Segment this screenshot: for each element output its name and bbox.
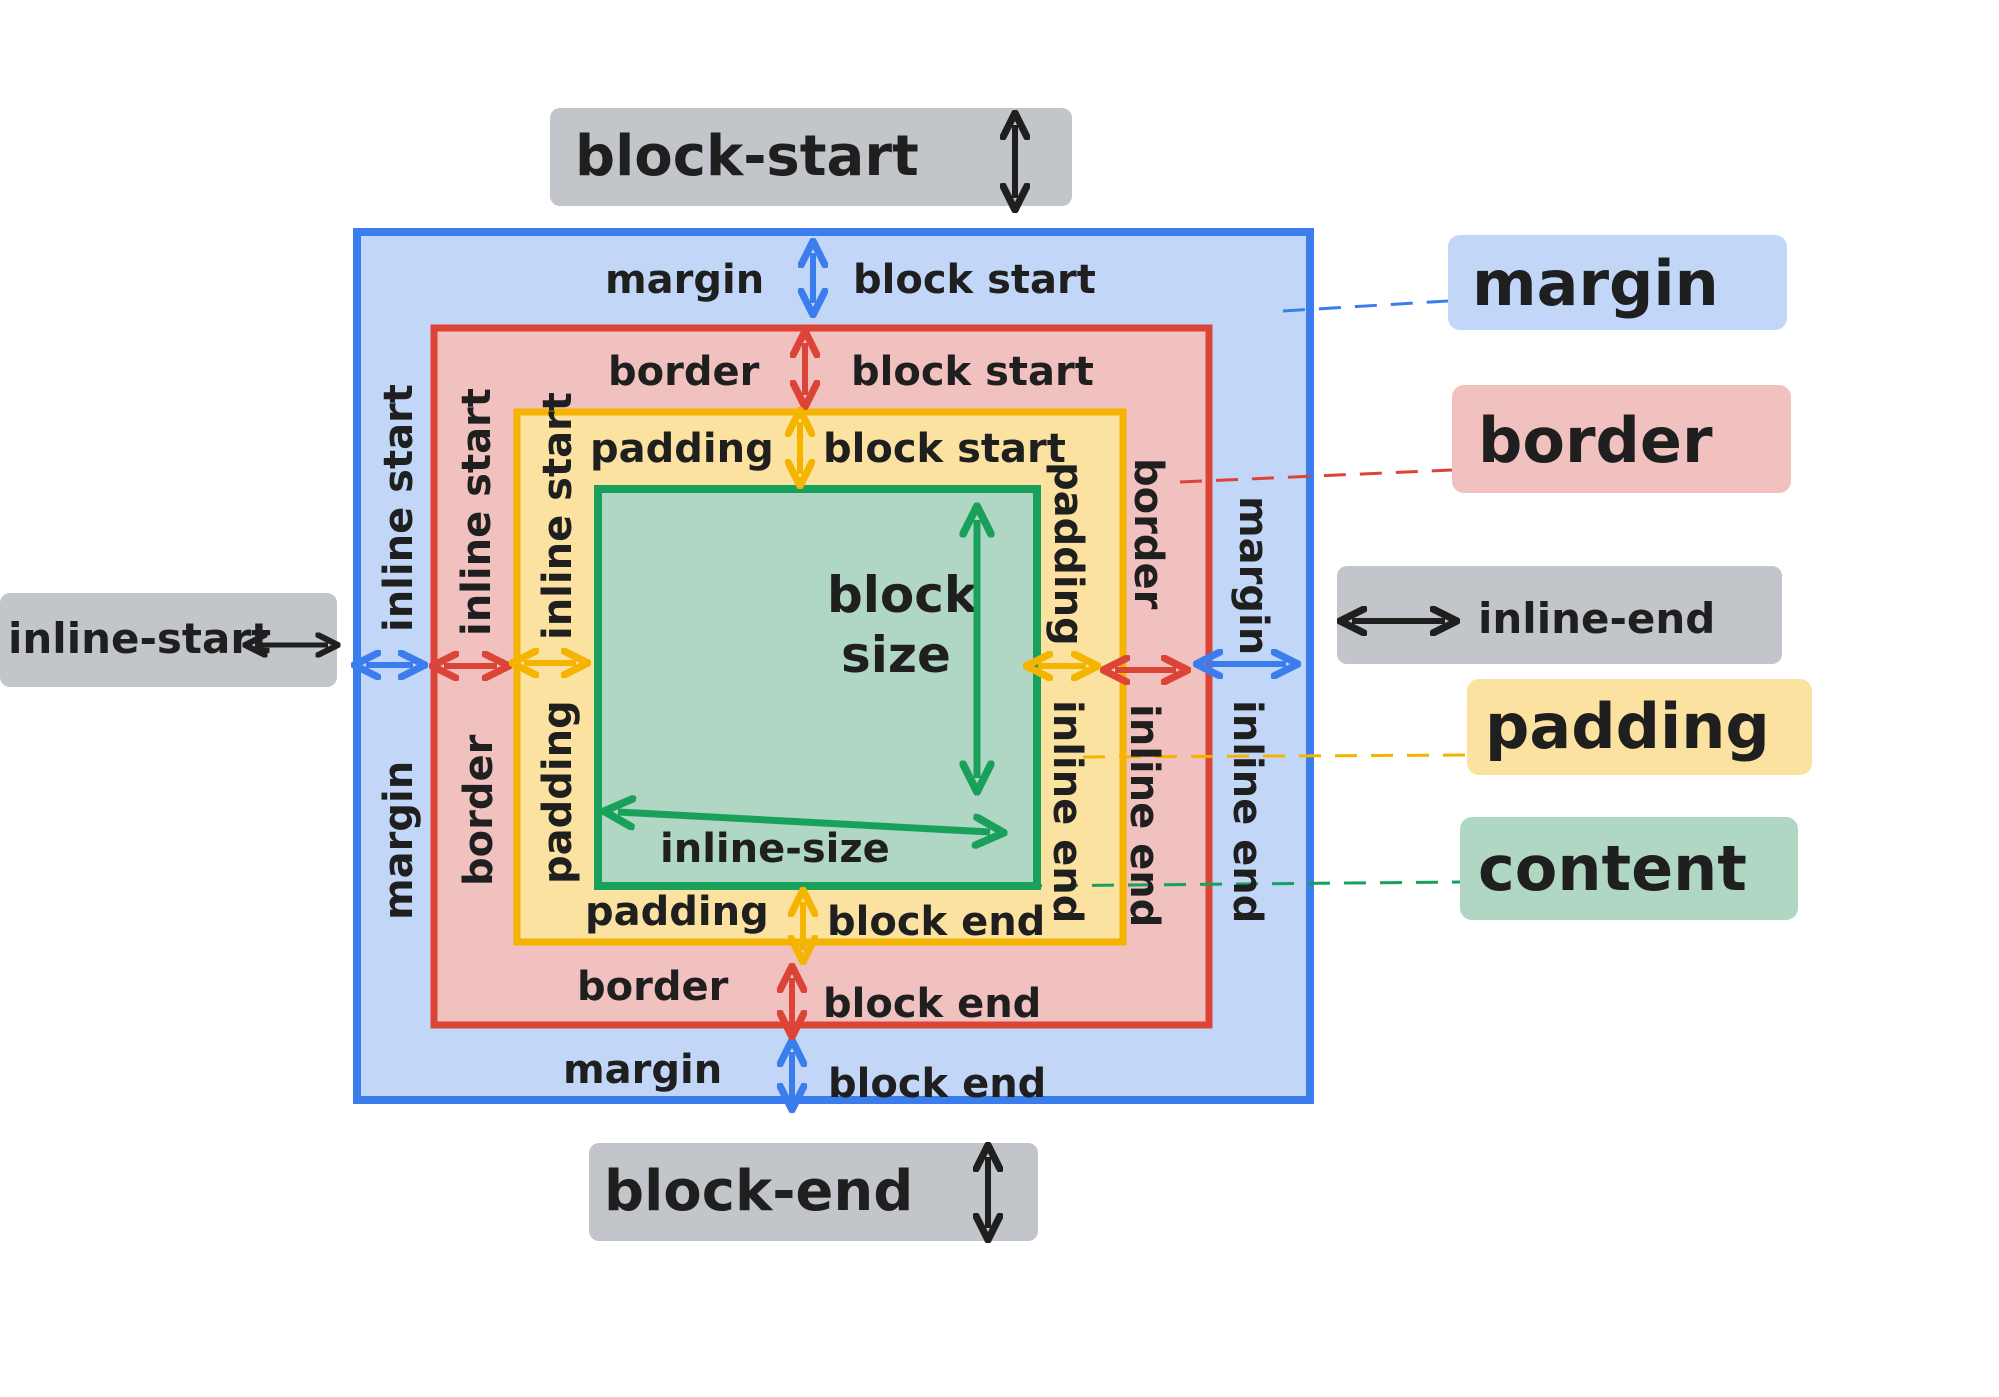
border-inline-end-word: border xyxy=(1125,458,1171,610)
padding-inline-start-word: padding xyxy=(535,700,581,884)
inline-start-label: inline-start xyxy=(8,614,271,663)
padding-inline-start-side: inline start xyxy=(535,392,581,640)
content-inline-size-label: inline-size xyxy=(660,826,890,872)
inline-end-label: inline-end xyxy=(1478,594,1715,643)
inline-end-tag xyxy=(1337,566,1782,664)
legend-margin-label: margin xyxy=(1472,247,1719,320)
legend-border-tag xyxy=(1452,385,1791,493)
border-block-start-word: border xyxy=(608,349,760,395)
legend-border-label: border xyxy=(1478,404,1713,477)
border-inline-start-side: inline start xyxy=(454,388,500,636)
legend-padding-tag xyxy=(1467,679,1812,775)
block-start-tag xyxy=(550,108,1072,206)
legend-margin-tag xyxy=(1448,235,1787,330)
border-block-start-side: block start xyxy=(851,349,1094,395)
margin-block-start-side: block start xyxy=(853,257,1096,303)
padding-block-start-side: block start xyxy=(823,426,1066,472)
padding-block-start-word: padding xyxy=(590,426,774,472)
padding-block-end-word: padding xyxy=(585,889,769,935)
border-block-end-side: block end xyxy=(823,981,1041,1027)
content-block-size-line1: block xyxy=(827,566,979,624)
margin-block-start-word: margin xyxy=(605,257,764,303)
legend-content-tag xyxy=(1460,817,1798,920)
margin-inline-end-word: margin xyxy=(1230,496,1276,655)
content-leader-line xyxy=(1019,880,1461,888)
legend-content-label: content xyxy=(1478,832,1747,905)
legend-padding-label: padding xyxy=(1485,690,1770,763)
border-leader-line xyxy=(1179,468,1453,484)
inline-size-arrow-icon xyxy=(618,812,990,832)
border-inline-end-side: inline end xyxy=(1121,704,1167,927)
padding-leader-line xyxy=(1082,753,1468,759)
padding-block-end-side: block end xyxy=(827,899,1045,945)
content-block-size-line2: size xyxy=(841,626,951,684)
padding-inline-end-side: inline end xyxy=(1044,700,1090,923)
margin-block-end-side: block end xyxy=(828,1061,1046,1107)
block-end-tag xyxy=(589,1143,1038,1241)
margin-block-end-word: margin xyxy=(563,1047,722,1093)
margin-inline-end-side: inline end xyxy=(1224,700,1270,923)
inline-start-tag xyxy=(0,593,337,687)
border-inline-start-word: border xyxy=(456,734,502,886)
padding-inline-end-word: padding xyxy=(1045,462,1091,646)
block-start-label: block-start xyxy=(575,124,919,189)
border-block-end-word: border xyxy=(577,964,729,1010)
margin-inline-start-word: margin xyxy=(376,761,422,920)
margin-inline-start-side: inline start xyxy=(376,384,422,632)
margin-leader-line xyxy=(1282,299,1449,313)
block-end-label: block-end xyxy=(604,1159,913,1224)
